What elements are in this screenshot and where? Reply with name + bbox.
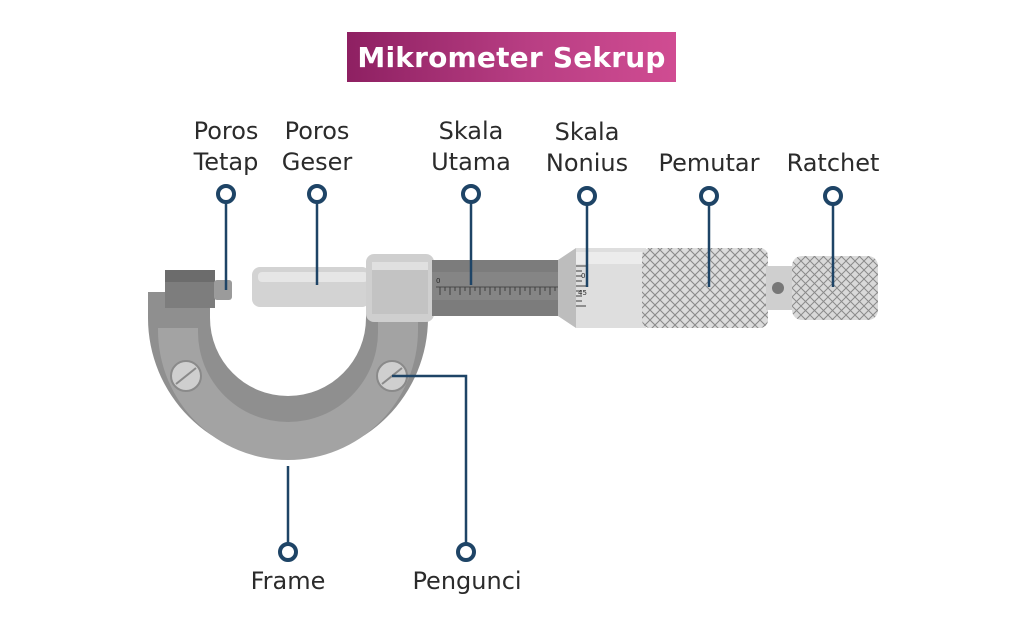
ratchet-knurl: [792, 256, 878, 320]
spindle-highlight: [258, 272, 368, 282]
dot-ratchet: [823, 186, 843, 206]
connector-pin: [772, 282, 784, 294]
label-poros-geser: Poros Geser: [282, 116, 353, 178]
dot-frame: [278, 542, 298, 562]
dot-poros-tetap: [216, 184, 236, 204]
label-poros-tetap-line2: Tetap: [193, 148, 259, 176]
dot-pengunci: [456, 542, 476, 562]
label-pemutar: Pemutar: [659, 148, 760, 179]
dot-pemutar: [699, 186, 719, 206]
poros-tetap-tip: [214, 280, 232, 300]
dot-skala-utama: [461, 184, 481, 204]
leader-lines: [224, 194, 835, 552]
frame-inner-panel: [158, 318, 418, 460]
frame-screw-left: [170, 360, 202, 392]
thimble-mark-45: 45: [578, 289, 587, 297]
label-skala-nonius-line1: Skala: [554, 118, 620, 146]
label-poros-tetap-line1: Poros: [193, 117, 259, 145]
main-scale-zero: 0: [436, 277, 440, 285]
label-pemutar-text: Pemutar: [658, 149, 760, 177]
thimble-mark-zero: 0: [581, 272, 585, 280]
label-ratchet-text: Ratchet: [786, 149, 880, 177]
title-banner: Mikrometer Sekrup: [347, 32, 676, 82]
label-frame-text: Frame: [250, 567, 326, 595]
label-frame: Frame: [251, 566, 326, 597]
dot-poros-geser: [307, 184, 327, 204]
label-pengunci: Pengunci: [412, 566, 521, 597]
label-skala-utama-line1: Skala: [438, 117, 504, 145]
thimble-bevel: [558, 248, 576, 328]
leader-dots: [216, 184, 843, 562]
label-skala-nonius: Skala Nonius: [546, 117, 628, 179]
diagram-title: Mikrometer Sekrup: [357, 40, 666, 74]
lock-collar-highlight: [372, 262, 428, 270]
label-skala-utama-line2: Utama: [431, 148, 511, 176]
label-skala-nonius-line2: Nonius: [545, 149, 629, 177]
anvil-base-shade: [165, 270, 215, 282]
label-skala-utama: Skala Utama: [431, 116, 511, 178]
label-poros-tetap: Poros Tetap: [194, 116, 259, 178]
pemutar-knurl: [642, 248, 768, 328]
label-ratchet: Ratchet: [787, 148, 880, 179]
label-pengunci-text: Pengunci: [412, 567, 522, 595]
dot-skala-nonius: [577, 186, 597, 206]
thimble-scale-ticks: [576, 265, 586, 307]
lock-collar-front: [372, 264, 428, 314]
label-poros-geser-line2: Geser: [281, 148, 353, 176]
label-poros-geser-line1: Poros: [284, 117, 350, 145]
sleeve-reading-band: [432, 272, 558, 300]
thimble-highlight: [576, 252, 646, 264]
